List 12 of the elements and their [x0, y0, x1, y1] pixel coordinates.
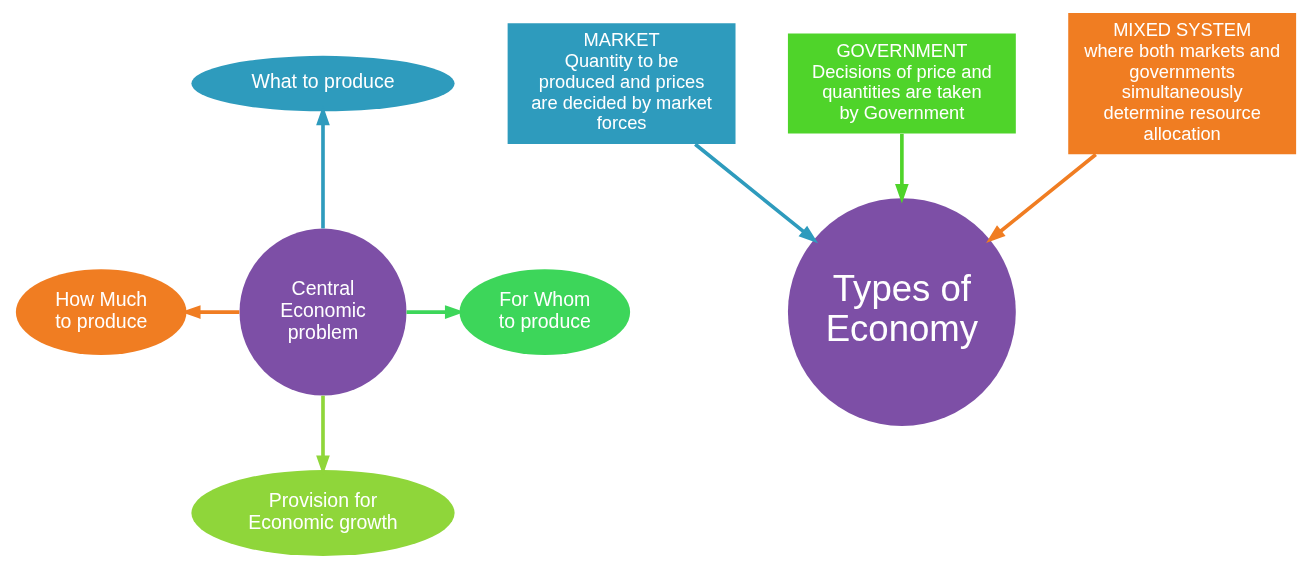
node-box: GOVERNMENT Decisions of price and quantities are taken by Government: [787, 33, 1016, 134]
node-box: MARKET Quantity to be produced and prices are decided by market forces: [507, 23, 736, 144]
node-circle: Types of Economy: [787, 198, 1016, 427]
node-ellipse: How Much to produce: [15, 269, 187, 355]
node-ellipse: For Whom to produce: [459, 269, 631, 355]
arrow: [986, 153, 1097, 243]
node-ellipse: Provision for Economic growth: [191, 470, 455, 556]
arrow: [895, 133, 909, 204]
arrow: [694, 142, 819, 244]
node-ellipse: What to produce: [191, 55, 455, 112]
node-box: MIXED SYSTEM where both markets and governments simultaneously determine resource allocation: [1068, 12, 1297, 155]
node-circle: Central Economic problem: [239, 228, 407, 396]
